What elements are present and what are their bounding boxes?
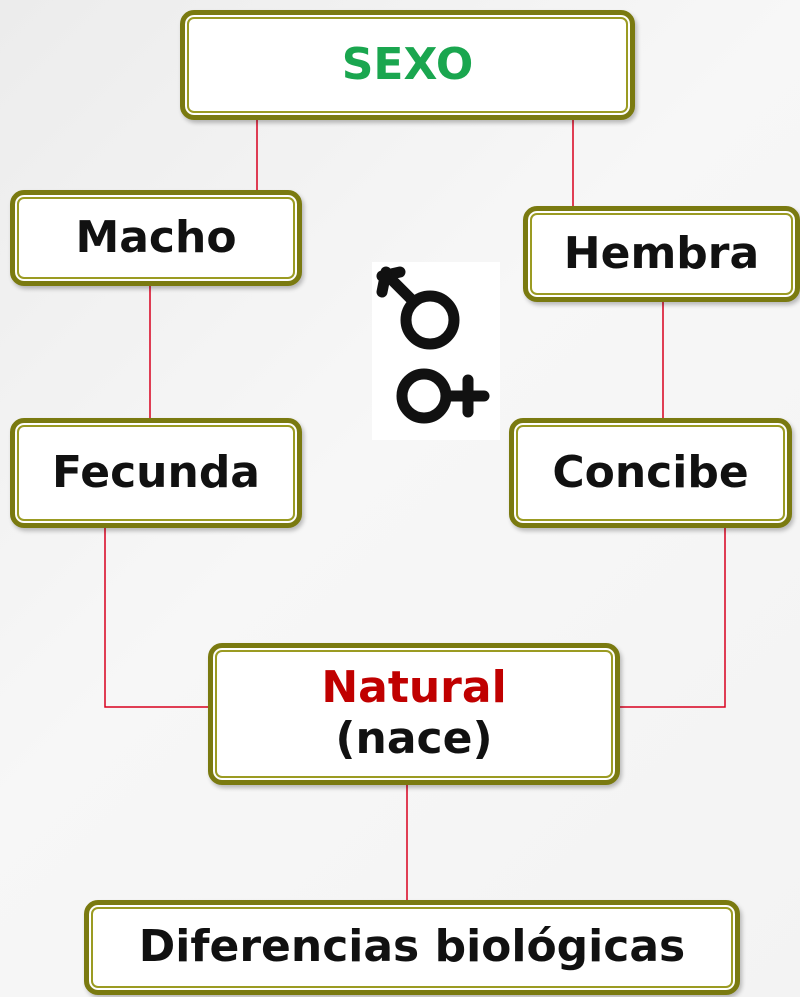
macho-label: Macho — [75, 211, 237, 263]
sexo-label: SEXO — [341, 38, 474, 90]
natural-title: Natural — [321, 662, 507, 714]
fecunda-label: Fecunda — [51, 446, 261, 498]
hembra-label: Hembra — [563, 227, 760, 279]
male-female-symbol-icon — [372, 262, 500, 440]
concibe-label: Concibe — [552, 446, 749, 498]
connector-fecunda-natural — [104, 528, 208, 708]
macho-box: Macho — [10, 190, 302, 286]
connector-concibe-natural — [620, 528, 726, 708]
fecunda-box: Fecunda — [10, 418, 302, 528]
sexo-box: SEXO — [180, 10, 635, 120]
diferencias-label: Diferencias biológicas — [138, 921, 686, 973]
natural-box: Natural (nace) — [208, 643, 620, 785]
concibe-box: Concibe — [509, 418, 792, 528]
diferencias-box: Diferencias biológicas — [84, 900, 740, 995]
natural-subtitle: (nace) — [335, 713, 493, 764]
hembra-box: Hembra — [523, 206, 800, 302]
